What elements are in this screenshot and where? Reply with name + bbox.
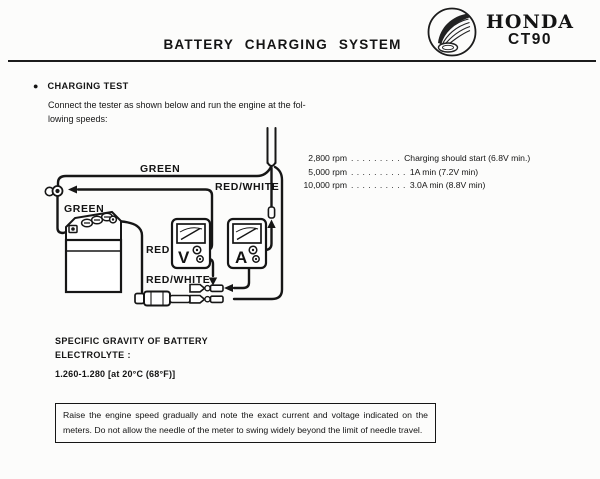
intro-line-1: Connect the tester as shown below and ru… xyxy=(48,100,306,110)
inline-connector xyxy=(267,206,276,219)
intro-line-2: lowing speeds: xyxy=(48,114,108,124)
header-rule xyxy=(8,60,596,62)
dot-leader: . . . . . . . . . . xyxy=(351,166,406,177)
brand-model: CT90 xyxy=(508,31,552,48)
specific-gravity-heading-line2: ELECTROLYTE : xyxy=(55,349,131,360)
wire-outer-loop xyxy=(232,165,284,301)
arrow-down-icon xyxy=(208,277,218,286)
charging-test-wiring-diagram: V A xyxy=(44,127,284,307)
voltmeter-letter: V xyxy=(178,248,190,267)
test-speed-table: 2,800 rpm . . . . . . . . . Charging sho… xyxy=(293,152,531,193)
alternator-cable-icon xyxy=(266,127,277,167)
wire-green-top xyxy=(56,165,273,188)
bullet-icon: ● xyxy=(33,81,39,91)
rpm-value: 10,000 rpm xyxy=(303,180,347,191)
wire-label-red-white-top: RED/WHITE xyxy=(215,181,279,193)
ammeter xyxy=(226,217,268,270)
fuse-holder xyxy=(134,290,191,307)
dot-leader: . . . . . . . . . . xyxy=(351,180,406,191)
wire-label-green-top: GREEN xyxy=(140,163,180,175)
specific-gravity-heading-line1: SPECIFIC GRAVITY OF BATTERY xyxy=(55,336,208,346)
note-box: Raise the engine speed gradually and not… xyxy=(55,403,436,444)
section-heading: ● CHARGING TEST xyxy=(33,81,129,91)
brand-name: HONDA xyxy=(485,11,575,33)
arrow-up-icon xyxy=(267,219,276,228)
wire-red xyxy=(111,219,144,294)
intro-text: Connect the tester as shown below and ru… xyxy=(48,98,328,126)
ammeter-letter: A xyxy=(235,248,247,267)
table-row: 2,800 rpm . . . . . . . . . Charging sho… xyxy=(293,152,530,166)
arrow-left-icon xyxy=(224,284,233,292)
voltmeter xyxy=(170,217,212,270)
battery xyxy=(64,210,123,294)
rpm-result: 1A min (7.2V min) xyxy=(409,166,479,177)
honda-wing-icon xyxy=(427,7,477,57)
specific-gravity-value: 1.260-1.280 [at 20°C (68°F)] xyxy=(55,369,176,379)
grommet-connector xyxy=(44,185,64,197)
wire-label-green-left: GREEN xyxy=(64,203,104,215)
rpm-value: 2,800 rpm xyxy=(308,153,347,163)
bullet-connectors-lower xyxy=(189,294,224,304)
note-text: Raise the engine speed gradually and not… xyxy=(63,410,428,435)
rpm-result: 3.0A min (8.8V min) xyxy=(409,180,486,191)
section-heading-label: CHARGING TEST xyxy=(47,81,129,91)
wire-label-red: RED xyxy=(146,244,170,256)
dot-leader: . . . . . . . . . xyxy=(351,153,401,163)
arrow-left-icon xyxy=(68,185,77,194)
specific-gravity-heading: SPECIFIC GRAVITY OF BATTERY ELECTROLYTE … xyxy=(55,335,208,363)
page-title: BATTERY CHARGING SYSTEM xyxy=(163,37,402,52)
table-row: 10,000 rpm . . . . . . . . . . 3.0A min … xyxy=(293,179,530,193)
bullet-connectors-upper xyxy=(189,283,224,293)
rpm-result: Charging should start (6.8V min.) xyxy=(404,153,531,163)
table-row: 5,000 rpm . . . . . . . . . . 1A min (7.… xyxy=(293,166,530,180)
wire-green-battery xyxy=(56,194,72,235)
wire-label-red-white-bottom: RED/WHITE xyxy=(146,274,210,286)
rpm-value: 5,000 rpm xyxy=(308,166,347,177)
